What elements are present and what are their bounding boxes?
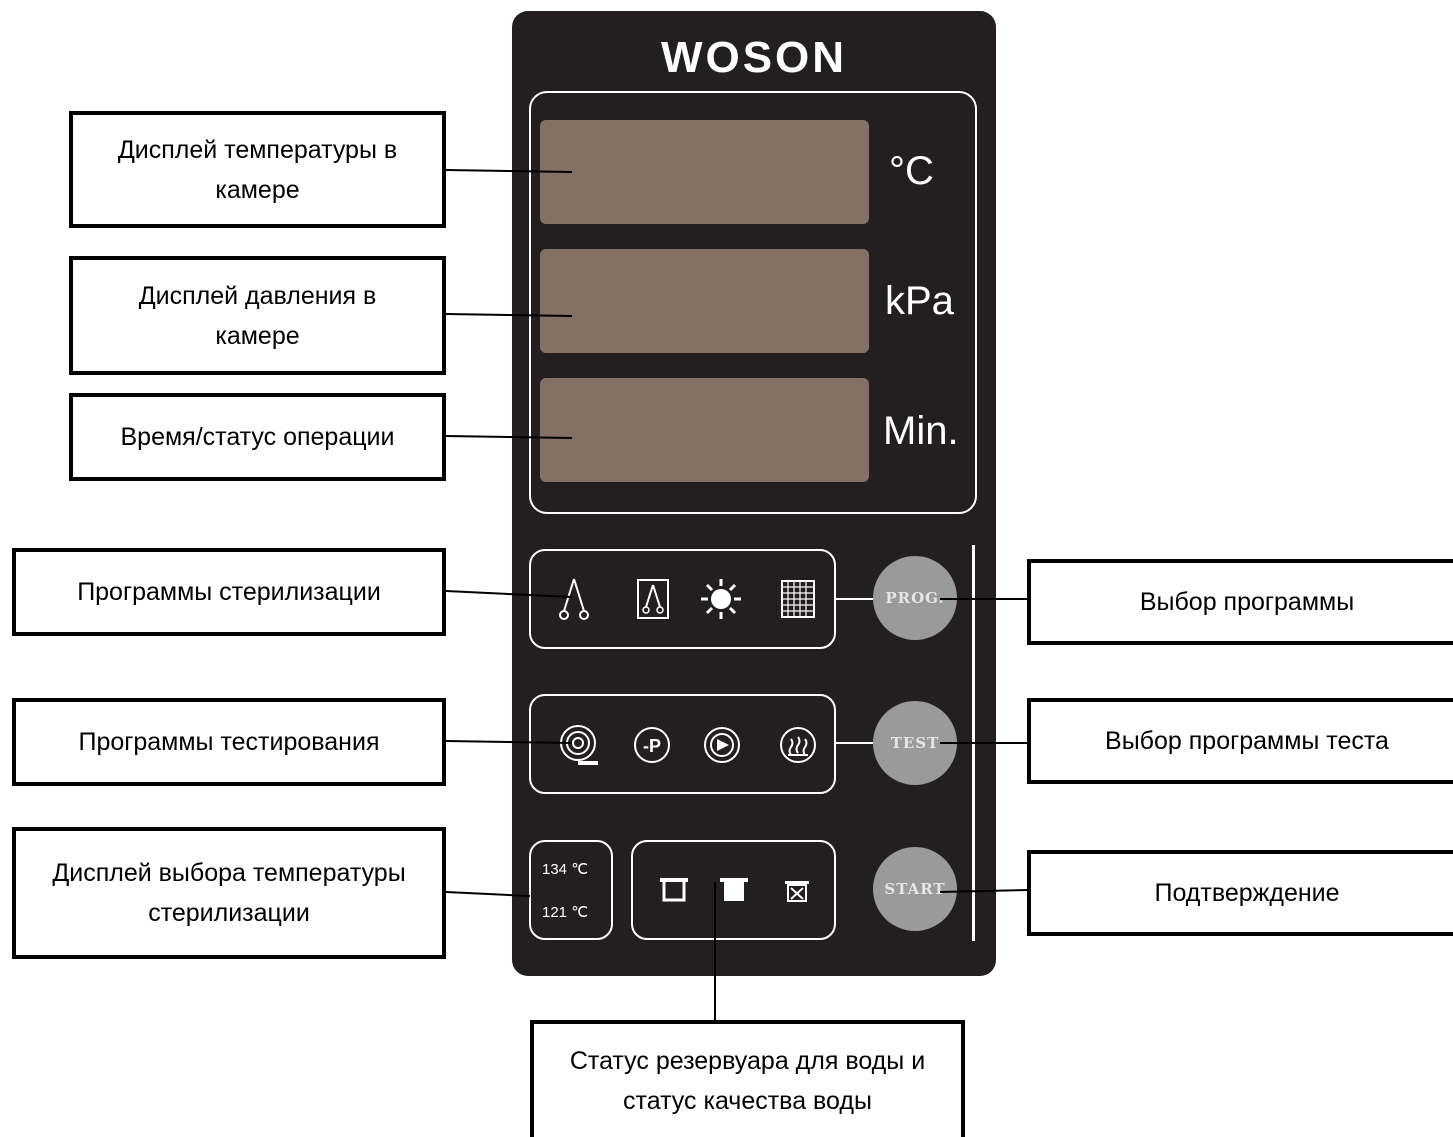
callout-sterilization-temperature: Дисплей выбора температуры стерилизации [12,827,446,959]
water-quality-icon [775,869,819,913]
callout-chamber-pressure: Дисплей давления в камере [69,256,446,375]
test-program-group [529,694,836,794]
callout-time-status-text: Время/статус операции [120,423,395,451]
callout-program-select-text: Выбор программы [1139,588,1355,616]
vacuum-test-icon[interactable]: -P [630,723,674,767]
sterilization-program-group [529,549,836,649]
heating-test-icon[interactable] [776,723,820,767]
callout-sterilization-programs: Программы стерилизации [12,548,446,636]
bd-test-icon[interactable] [700,723,744,767]
pressure-unit: kPa [885,279,954,323]
water-status-group [631,840,836,940]
pressure-display [540,249,869,353]
callout-program-select: Выбор программы [1027,559,1453,645]
start-button[interactable]: START [873,847,957,931]
callout-test-programs: Программы тестирования [12,698,446,786]
display-frame [529,91,977,514]
callout-water-status: Статус резервуара для воды и статус каче… [530,1020,965,1137]
scissors-icon[interactable] [552,577,596,621]
grid-pack-icon[interactable] [776,577,820,621]
sun-burst-icon[interactable] [699,577,743,621]
callout-chamber-pressure-text: Дисплей давления в камере [138,281,377,350]
brand-logo: WOSON [660,33,848,82]
tank-full-icon [712,867,756,911]
temperature-option-134[interactable]: 134 ℃ [542,861,589,878]
tank-empty-icon [652,867,696,911]
temperature-unit: °C [889,149,934,193]
control-panel: WOSON °C kPa Min. [512,11,996,976]
callout-time-status: Время/статус операции [69,393,446,481]
callout-test-programs-text: Программы тестирования [78,728,380,756]
temperature-option-121[interactable]: 121 ℃ [542,904,589,921]
wrapped-instrument-icon[interactable] [631,577,675,621]
callout-water-status-text: Статус резервуара для воды и статус каче… [569,1046,926,1115]
temperature-display [540,120,869,224]
temperature-selector [529,840,613,940]
callout-chamber-temperature-text: Дисплей температуры в камере [117,135,398,204]
callout-chamber-temperature: Дисплей температуры в камере [69,111,446,228]
callout-confirm-text: Подтверждение [1154,879,1340,907]
callout-test-select-text: Выбор программы теста [1105,727,1389,755]
time-unit: Min. [883,409,959,453]
callout-sterilization-programs-text: Программы стерилизации [77,578,381,606]
callout-confirm: Подтверждение [1027,850,1453,936]
callout-test-select: Выбор программы теста [1027,698,1453,784]
callout-sterilization-temperature-text: Дисплей выбора температуры стерилизации [52,859,406,927]
svg-text:-P: -P [643,736,661,756]
time-display [540,378,869,482]
